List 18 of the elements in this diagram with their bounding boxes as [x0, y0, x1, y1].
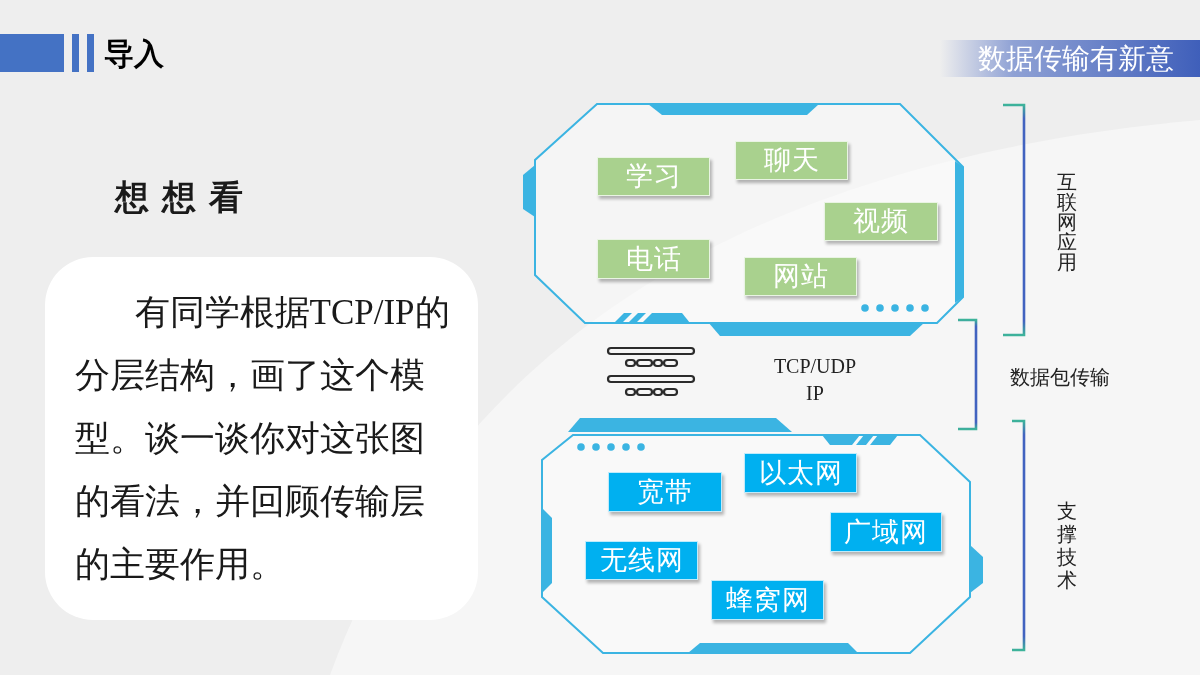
- label-tag: 视频: [824, 202, 938, 241]
- label-tag: 宽带: [608, 472, 722, 512]
- label-tag: 以太网: [744, 453, 857, 493]
- bracket-label: 支撑技术: [1056, 500, 1077, 592]
- bracket-label: 互联网应用: [1056, 172, 1077, 272]
- card-paragraph: 有同学根据TCP/IP的分层结构，画了这个模型。谈一谈你对这张图的看法，并回顾传输层的主要作用。: [75, 292, 451, 586]
- label-tag: 无线网: [585, 541, 698, 580]
- label-tag: 电话: [597, 239, 710, 279]
- label-tag: 聊天: [735, 141, 848, 180]
- label-tag: 广域网: [830, 512, 942, 552]
- label-tag: 蜂窝网: [711, 580, 824, 620]
- card-heading: 想想看: [115, 177, 256, 217]
- label-tag: 网站: [744, 257, 857, 296]
- slide-title: 导入: [104, 35, 164, 73]
- label-tag: 学习: [597, 157, 710, 196]
- header-banner: 数据传输有新意: [940, 40, 1200, 77]
- bracket-label: 数据包传输: [1010, 364, 1110, 390]
- protocol-text: TCP/UDP IP: [772, 354, 858, 406]
